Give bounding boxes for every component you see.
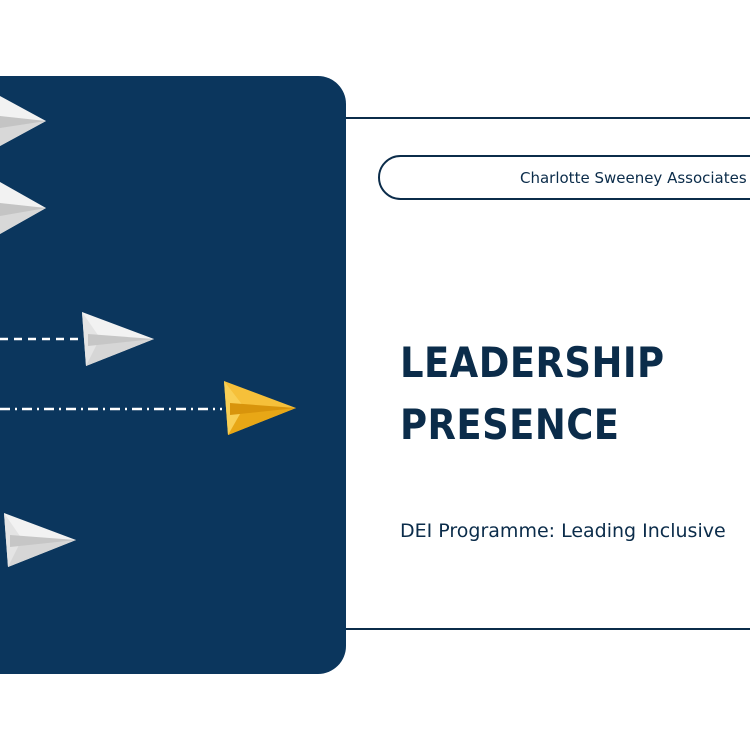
brand-name: Charlotte Sweeney Associates: [520, 169, 747, 187]
illustration-panel: [0, 76, 346, 674]
title-line-1: LEADERSHIP: [400, 338, 665, 387]
paper-plane-gold-icon: [224, 381, 296, 435]
title-line-2: PRESENCE: [400, 400, 620, 449]
paper-plane-icon: [0, 96, 46, 146]
brand-pill: [378, 155, 750, 200]
paper-plane-icon: [82, 312, 154, 366]
subtitle: DEI Programme: Leading Inclusive: [400, 520, 726, 542]
paper-plane-icon: [0, 182, 46, 234]
content-frame: [346, 117, 750, 630]
paper-plane-icon: [4, 513, 76, 567]
paper-planes-illustration: [0, 96, 296, 567]
page-title: LEADERSHIP PRESENCE: [400, 332, 665, 456]
